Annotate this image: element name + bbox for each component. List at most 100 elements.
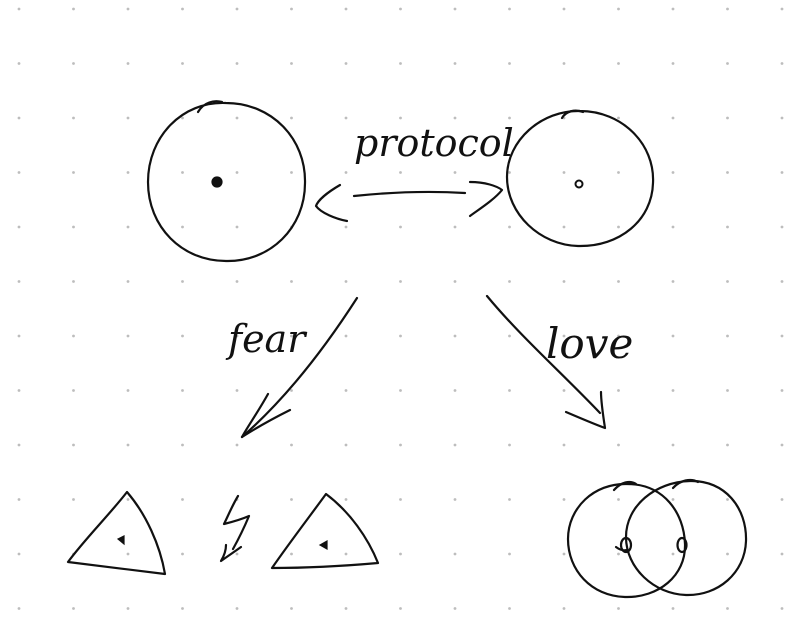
- grid-dot: [126, 607, 130, 610]
- grid-dot: [453, 225, 457, 229]
- grid-dot: [17, 552, 21, 556]
- grid-dot: [344, 171, 348, 174]
- grid-dot: [344, 498, 348, 501]
- grid-dot: [181, 443, 184, 447]
- grid-dot: [181, 607, 184, 610]
- grid-dot: [344, 334, 348, 338]
- grid-dot: [780, 116, 784, 120]
- grid-dot: [235, 334, 239, 338]
- grid-dot: [780, 225, 784, 229]
- grid-dot: [290, 443, 293, 447]
- love-label: love: [546, 319, 633, 368]
- grid-dot: [617, 171, 620, 174]
- grid-dot: [562, 7, 566, 11]
- grid-dot: [399, 116, 402, 120]
- grid-dot: [617, 116, 620, 120]
- grid-dot: [181, 498, 184, 501]
- grid-dot: [726, 116, 729, 120]
- grid-dot: [562, 443, 566, 447]
- dot-grid-background: [17, 7, 784, 610]
- grid-dot: [617, 62, 620, 65]
- grid-dot: [17, 280, 21, 283]
- right-triangle-node: [270, 492, 380, 570]
- left-overlap-circle: [566, 482, 687, 599]
- grid-dot: [562, 552, 566, 556]
- grid-dot: [671, 334, 675, 338]
- right-overlap-circle: [624, 479, 748, 597]
- top-right-circle-node: [505, 109, 655, 248]
- grid-dot: [453, 7, 457, 11]
- grid-dot: [126, 389, 130, 392]
- grid-dot: [344, 389, 348, 392]
- grid-dot: [399, 171, 402, 174]
- protocol-label: protocol: [354, 121, 514, 165]
- fear-label: fear: [225, 317, 308, 361]
- grid-dot: [508, 280, 511, 283]
- grid-dot: [562, 389, 566, 392]
- grid-dot: [399, 607, 402, 610]
- grid-dot: [235, 225, 239, 229]
- grid-dot: [726, 225, 729, 229]
- grid-dot: [453, 552, 457, 556]
- grid-dot: [453, 280, 457, 283]
- grid-dot: [399, 62, 402, 65]
- grid-dot: [726, 62, 729, 65]
- love-outcome-overlapping-circles: [566, 478, 748, 599]
- grid-dot: [126, 334, 130, 338]
- grid-dot: [181, 171, 184, 174]
- grid-dot: [453, 116, 457, 120]
- grid-dot: [72, 280, 75, 283]
- grid-dot: [562, 607, 566, 610]
- grid-dot: [562, 334, 566, 338]
- grid-dot: [344, 607, 348, 610]
- grid-dot: [617, 552, 620, 556]
- grid-dot: [562, 171, 566, 174]
- grid-dot: [508, 607, 511, 610]
- grid-dot: [17, 389, 21, 392]
- grid-dot: [508, 498, 511, 501]
- grid-dot: [508, 225, 511, 229]
- left-triangle-node: [66, 490, 167, 576]
- grid-dot: [290, 171, 293, 174]
- grid-dot: [235, 116, 239, 120]
- grid-dot: [344, 7, 348, 11]
- grid-dot: [399, 334, 402, 338]
- grid-dot: [780, 552, 784, 556]
- grid-dot: [671, 171, 675, 174]
- grid-dot: [290, 498, 293, 501]
- grid-dot: [562, 280, 566, 283]
- grid-dot: [399, 443, 402, 447]
- grid-dot: [780, 171, 784, 174]
- grid-dot: [181, 334, 184, 338]
- grid-dot: [453, 443, 457, 447]
- grid-dot: [671, 62, 675, 65]
- grid-dot: [399, 225, 402, 229]
- grid-dot: [671, 389, 675, 392]
- grid-dot: [181, 62, 184, 65]
- grid-dot: [72, 443, 75, 447]
- grid-dot: [726, 607, 729, 610]
- grid-dot: [126, 552, 130, 556]
- grid-dot: [72, 334, 75, 338]
- grid-dot: [399, 552, 402, 556]
- grid-dot: [290, 334, 293, 338]
- grid-dot: [780, 334, 784, 338]
- grid-dot: [726, 498, 729, 501]
- grid-dot: [508, 334, 511, 338]
- lightning-bolt-icon: [219, 494, 251, 563]
- grid-dot: [671, 443, 675, 447]
- grid-dot: [780, 7, 784, 11]
- grid-dot: [126, 443, 130, 447]
- love-arrow: [485, 294, 607, 430]
- grid-dot: [453, 334, 457, 338]
- grid-dot: [671, 280, 675, 283]
- fear-arrow: [240, 296, 359, 439]
- grid-dot: [72, 389, 75, 392]
- grid-dot: [780, 62, 784, 65]
- top-right-center-dot: [574, 179, 584, 189]
- grid-dot: [453, 171, 457, 174]
- grid-dot: [780, 280, 784, 283]
- grid-dot: [399, 280, 402, 283]
- grid-dot: [290, 552, 293, 556]
